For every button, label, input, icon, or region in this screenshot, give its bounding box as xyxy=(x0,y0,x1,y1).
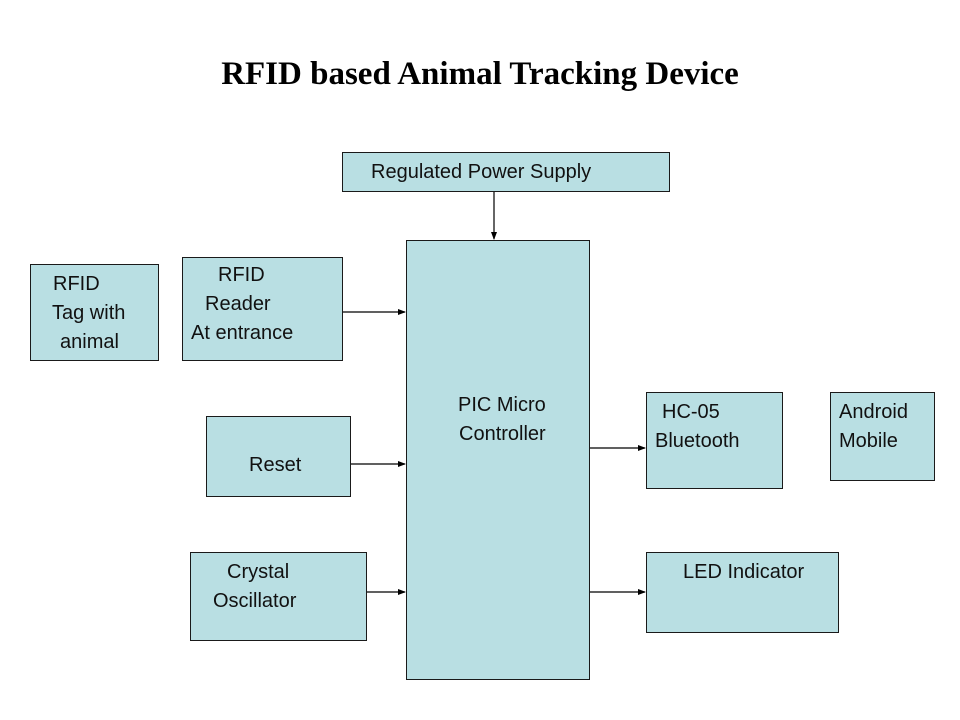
block-label: PIC Micro xyxy=(458,394,546,416)
block-label: Reader xyxy=(205,293,271,315)
block-label: At entrance xyxy=(191,322,294,344)
block-label: Mobile xyxy=(839,430,898,452)
block-power-supply: Regulated Power Supply xyxy=(342,152,670,192)
block-label: RFID xyxy=(218,264,265,286)
diagram-title: RFID based Animal Tracking Device xyxy=(221,56,739,92)
block-rfid-tag: RFID Tag with animal xyxy=(30,264,159,361)
block-label: Tag with xyxy=(52,302,126,324)
block-label: LED Indicator xyxy=(683,561,805,583)
block-label: Crystal xyxy=(227,561,290,583)
block-hc05-bluetooth: HC-05 Bluetooth xyxy=(646,392,783,489)
block-crystal-oscillator: Crystal Oscillator xyxy=(190,552,367,641)
block-label: Oscillator xyxy=(213,590,297,612)
block-label: Regulated Power Supply xyxy=(371,161,592,183)
block-label: Reset xyxy=(249,454,302,476)
block-rfid-reader: RFID Reader At entrance xyxy=(182,257,343,361)
block-reset: Reset xyxy=(206,416,351,497)
block-pic-microcontroller: PIC Micro Controller xyxy=(406,240,590,680)
block-led-indicator: LED Indicator xyxy=(646,552,839,633)
block-label: Bluetooth xyxy=(655,430,740,452)
block-label: animal xyxy=(60,331,119,353)
block-label: Android xyxy=(839,401,908,423)
block-label: HC-05 xyxy=(662,401,720,423)
block-android-mobile: Android Mobile xyxy=(830,392,935,481)
block-label: RFID xyxy=(53,273,100,295)
block-label: Controller xyxy=(459,423,546,445)
